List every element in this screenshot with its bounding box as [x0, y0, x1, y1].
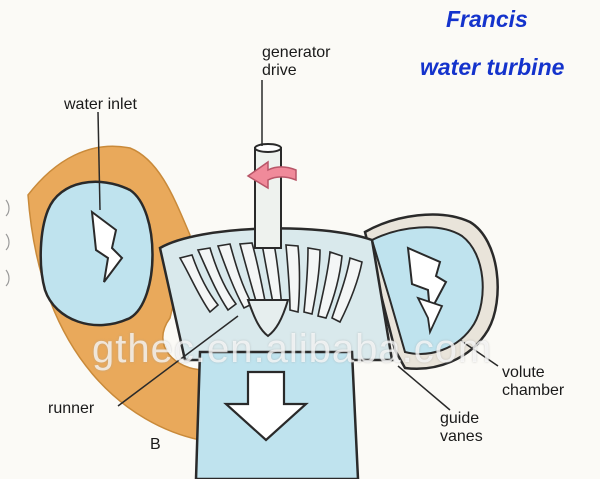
water-inlet-pointer: [97, 111, 101, 211]
label-water-inlet: water inlet: [64, 96, 137, 113]
figure-letter: B: [150, 436, 161, 453]
inflow-arrow-left: [90, 209, 124, 283]
runner-hub: [246, 299, 290, 338]
label-generator-drive-2: drive: [262, 62, 297, 79]
label-generator-drive-1: generator: [262, 44, 331, 61]
volute-left: [39, 180, 154, 327]
inflow-arrow-right-lower: [416, 296, 444, 336]
label-volute-chamber-1: volute: [502, 364, 545, 381]
inflow-arrow-right: [406, 246, 448, 316]
watermark: gthec.en.alibaba.com: [92, 327, 493, 371]
volute-pointer: [459, 339, 499, 367]
rotation-arrow: [246, 160, 297, 190]
label-volute-chamber-2: chamber: [502, 382, 565, 399]
shaft-top: [254, 143, 282, 153]
label-guide-vanes-1: guide: [440, 410, 480, 427]
label-runner: runner: [48, 400, 95, 417]
generator-shaft: [254, 147, 282, 249]
runner-pointer: [117, 315, 239, 407]
diagram-title-line1: Francis: [446, 6, 528, 32]
guide-vanes-pointer: [397, 365, 451, 411]
page-edge-marks: [5, 199, 10, 287]
outflow-arrow: [223, 370, 309, 442]
label-guide-vanes-2: vanes: [440, 428, 483, 445]
runner-blades: [178, 242, 363, 324]
diagram-title-line2: water turbine: [420, 54, 565, 80]
